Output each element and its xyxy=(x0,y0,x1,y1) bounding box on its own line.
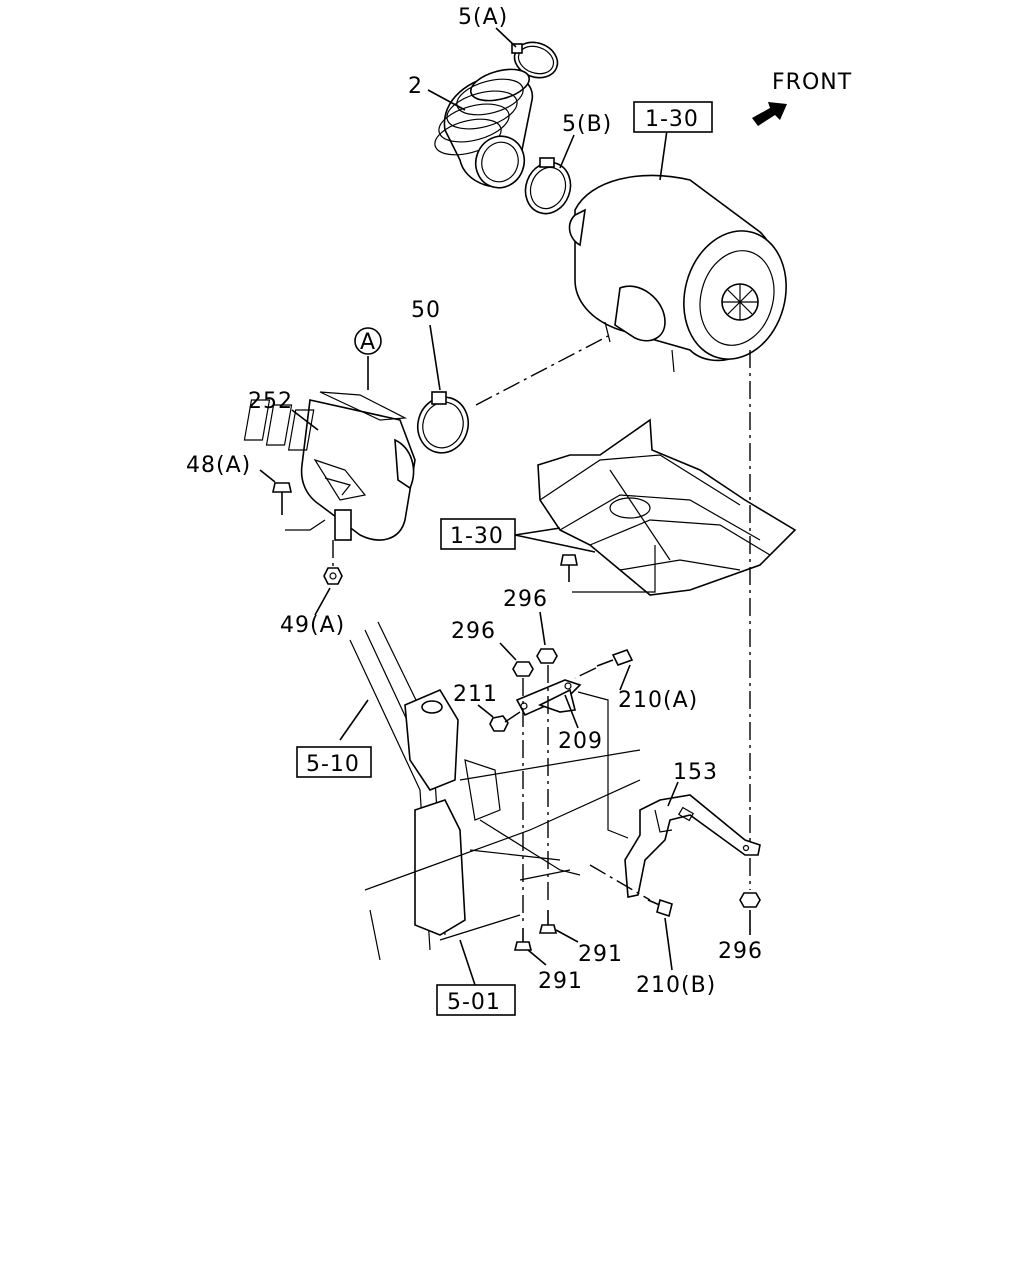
ref-1-30-top: 1-30 xyxy=(645,107,699,132)
leader-210b xyxy=(664,917,673,971)
callout-5a: 5(A) xyxy=(458,5,508,30)
air-hose[interactable] xyxy=(431,64,534,195)
callout-49a: 49(A) xyxy=(280,613,345,638)
callout-48a: 48(A) xyxy=(186,453,251,478)
ref-box-1-30-top[interactable] xyxy=(633,101,713,133)
leader-252 xyxy=(291,409,319,431)
centerline-211 xyxy=(504,711,521,723)
nut-211[interactable] xyxy=(489,715,509,732)
nut-296-bottom[interactable] xyxy=(739,892,761,908)
callout-5b: 5(B) xyxy=(562,112,612,137)
bolt-48a[interactable] xyxy=(272,482,292,515)
callout-296-bottom: 296 xyxy=(718,939,763,964)
leader-211 xyxy=(477,704,494,718)
clamp-5b[interactable] xyxy=(518,156,577,220)
nut-296-top[interactable] xyxy=(536,648,558,664)
callout-50: 50 xyxy=(411,298,441,323)
centerline-210a xyxy=(574,667,597,679)
ref-5-01: 5-01 xyxy=(447,990,501,1015)
leader-296-mid xyxy=(499,642,517,661)
air-cleaner[interactable] xyxy=(568,174,801,373)
floor-bolt[interactable] xyxy=(560,554,578,582)
chassis-frame[interactable] xyxy=(349,621,641,961)
centerline-210b xyxy=(589,864,651,901)
leader-1-30-mid-a xyxy=(514,527,561,536)
callout-296-top: 296 xyxy=(503,587,548,612)
front-arrow-icon xyxy=(752,102,787,126)
leader-49a xyxy=(314,587,331,616)
clamp-5a[interactable] xyxy=(510,37,563,84)
leader-1-30-top xyxy=(659,129,668,181)
leader-5-10 xyxy=(339,699,369,741)
callout-153: 153 xyxy=(673,760,718,785)
leader-291-lower xyxy=(527,949,547,966)
callout-252: 252 xyxy=(248,389,293,414)
leader-bracket-to-153 xyxy=(577,691,629,839)
centerline-clamp-to-cleaner xyxy=(475,334,611,406)
bracket-153[interactable] xyxy=(624,794,761,898)
leader-2 xyxy=(427,89,466,111)
front-label: FRONT xyxy=(772,70,852,95)
leader-209 xyxy=(564,694,579,729)
bolt-291-upper[interactable] xyxy=(538,910,558,934)
leader-5-01 xyxy=(459,939,476,986)
bolt-210b[interactable] xyxy=(647,898,673,918)
leader-48a xyxy=(259,469,276,483)
callout-291-upper: 291 xyxy=(578,942,623,967)
leader-291-upper xyxy=(555,929,579,943)
clamp-50[interactable] xyxy=(412,391,475,458)
leader-1-30-mid-b xyxy=(514,534,596,553)
callout-a: A xyxy=(360,330,376,355)
callout-2: 2 xyxy=(408,74,423,99)
callout-211: 211 xyxy=(453,682,498,707)
leader-5a xyxy=(495,27,517,48)
ref-box-5-10[interactable] xyxy=(296,746,372,778)
callout-210b: 210(B) xyxy=(636,973,716,998)
leader-48a-bracket xyxy=(285,519,326,531)
ref-5-10: 5-10 xyxy=(306,752,360,777)
leader-153 xyxy=(667,781,679,807)
leader-210a xyxy=(619,664,631,691)
callout-296-mid: 296 xyxy=(451,619,496,644)
bolt-210a[interactable] xyxy=(596,649,634,667)
leader-50 xyxy=(429,324,441,391)
ref-box-5-01[interactable] xyxy=(436,984,516,1016)
leader-5b xyxy=(559,134,575,169)
callout-210a: 210(A) xyxy=(618,688,698,713)
leader-floor-bolt xyxy=(572,545,656,593)
callout-291-lower: 291 xyxy=(538,969,583,994)
callout-209: 209 xyxy=(558,729,603,754)
floor-panel[interactable] xyxy=(537,418,797,596)
nut-296-mid[interactable] xyxy=(512,661,534,677)
leader-296-top xyxy=(539,611,546,646)
ref-box-1-30-mid[interactable] xyxy=(440,518,516,550)
nut-49a[interactable] xyxy=(323,567,343,585)
intake-duct[interactable] xyxy=(243,391,416,541)
circle-a-marker xyxy=(354,327,382,355)
ref-1-30-mid: 1-30 xyxy=(450,524,504,549)
bolt-291-lower[interactable] xyxy=(513,928,533,951)
